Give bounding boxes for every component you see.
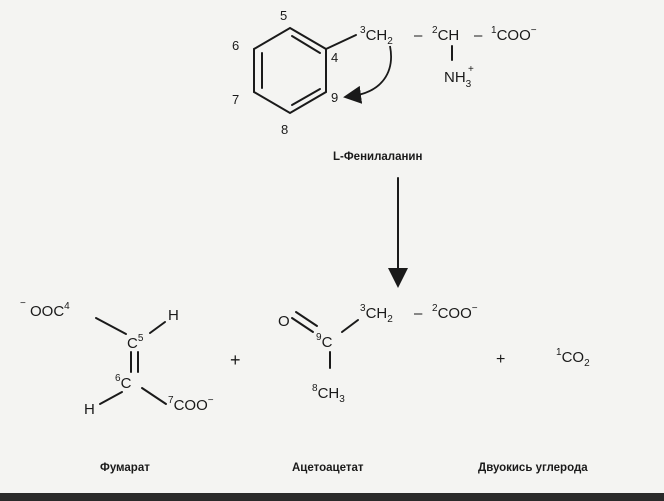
acetoacetate-co-double-bond-b (295, 311, 318, 327)
fumarate-h-top: H (168, 307, 179, 324)
fumarate-ooc-group: OOC4 (30, 301, 70, 320)
acetoacetate-co-double-bond-a (291, 317, 314, 333)
carbon-dioxide-label: Двуокись углерода (478, 462, 588, 474)
fumarate-coo-group: 7COO− (168, 395, 214, 414)
fumarate-c5-h-bond (149, 321, 166, 334)
fumarate-c5: C5 (127, 333, 144, 352)
acetoacetate-dash: – (414, 305, 423, 322)
fumarate-c6-h-bond (99, 391, 123, 405)
acetoacetate-structure: O 9C 8CH3 3CH2 – 2COO− Ацетоацетат (278, 303, 478, 474)
plus-sign-1: + (230, 350, 241, 370)
phe-ammonium-charge: + (468, 64, 474, 75)
acetoacetate-ch2: 3CH2 (360, 303, 393, 325)
phe-carboxylate: 1COO− (491, 25, 537, 44)
ring-num-9: 9 (331, 90, 338, 105)
ring-double-bond-1 (291, 35, 321, 54)
acetoacetate-label: Ацетоацетат (292, 462, 364, 474)
fumarate-c6: 6C (115, 373, 132, 392)
ring-num-8: 8 (281, 122, 288, 137)
phe-dash-2: – (474, 27, 483, 44)
fumarate-c6-c7-bond (141, 387, 167, 405)
cyclization-curved-arrow (343, 45, 392, 104)
acetoacetate-ch3: 8CH3 (312, 383, 345, 405)
phe-ch2-group: 3CH2 (360, 25, 393, 47)
phenylalanine-structure: 5 4 6 7 9 8 3CH2 – 2CH – 1COO− NH3 + L-Ф… (232, 8, 537, 163)
carbon-dioxide-structure: 1CO2 Двуокись углерода (478, 347, 590, 474)
phe-ch-group: 2CH (432, 25, 459, 44)
acetoacetate-carboxylate: 2COO− (432, 303, 478, 322)
phe-dash-1: – (414, 27, 423, 44)
bottom-border-bar (0, 493, 664, 501)
ring-num-4: 4 (331, 50, 338, 65)
ring-num-6-upper: 6 (232, 38, 239, 53)
fumarate-label: Фумарат (100, 462, 150, 474)
ring-num-7: 7 (232, 92, 239, 107)
phenylalanine-label: L-Фенилаланин (333, 151, 422, 163)
fumarate-c4-c5-bond (95, 317, 127, 335)
carbon-dioxide-formula: 1CO2 (556, 347, 590, 369)
fumarate-charge: − (20, 298, 26, 309)
fumarate-structure: − OOC4 C5 H 6C H 7COO− Фумарат (20, 298, 214, 474)
acetoacetate-oxygen: O (278, 313, 290, 330)
ring-num-5: 5 (280, 8, 287, 23)
ring-double-bond-3 (291, 88, 321, 106)
plus-sign-2: + (496, 351, 505, 368)
phe-ammonium: NH3 (444, 69, 472, 90)
fumarate-h-bottom: H (84, 401, 95, 418)
ring-to-ch2-bond (325, 34, 357, 50)
acetoacetate-c9: 9C (316, 332, 333, 351)
acetoacetate-c9-ch2-bond (341, 319, 359, 333)
benzene-ring (253, 26, 327, 115)
